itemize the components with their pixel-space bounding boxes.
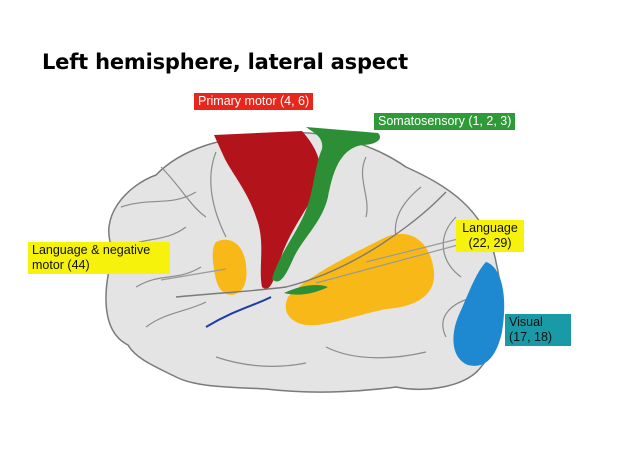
temporal-base-line [205,296,272,328]
language-22-region [285,233,435,326]
brain-figure [66,97,524,402]
pointer-lines [160,238,459,284]
slide-title: Left hemisphere, lateral aspect [42,50,408,74]
sylvian-fissure [175,191,447,298]
somatosensory-region [272,127,381,282]
visual-region [453,262,505,366]
label-language-negative-motor: Language & negative motor (44) [28,242,170,274]
label-language-22-29: Language (22, 29) [456,220,524,252]
label-primary-motor: Primary motor (4, 6) [194,93,314,110]
label-visual: Visual (17, 18) [505,314,571,346]
inner-green-strip [284,285,328,295]
primary-motor-region [214,131,321,289]
language-44-region [212,239,247,295]
label-somatosensory: Somatosensory (1, 2, 3) [374,113,516,130]
